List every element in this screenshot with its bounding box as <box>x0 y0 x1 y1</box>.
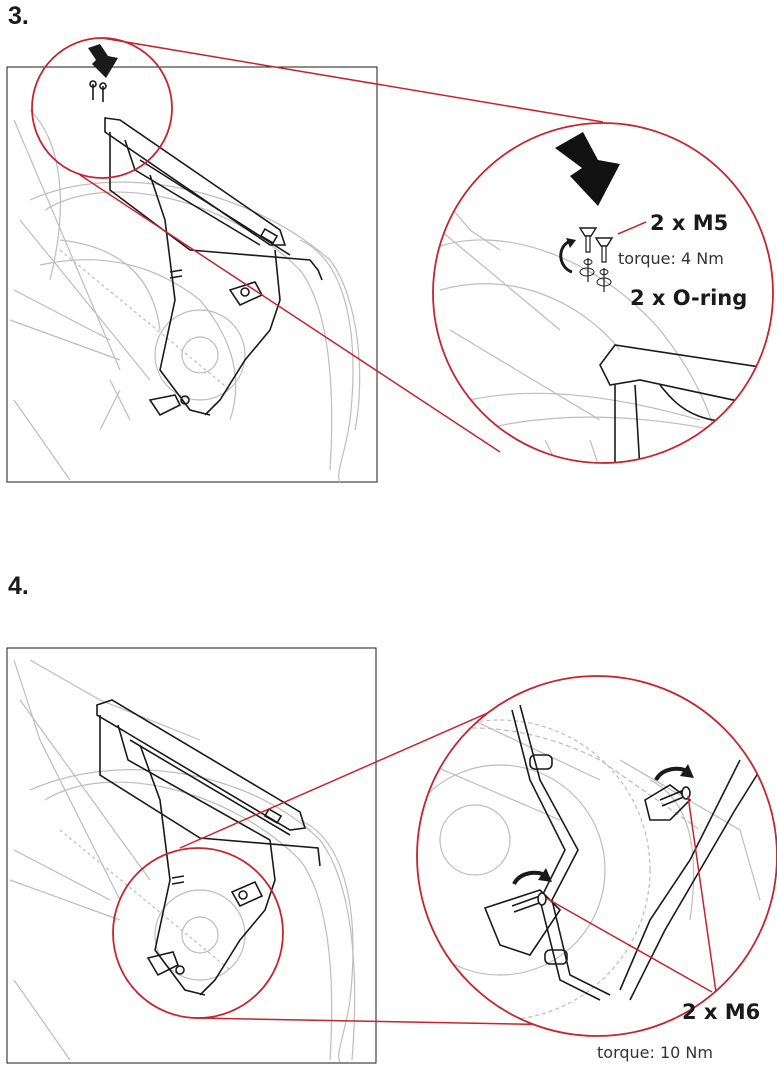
step-4-detail-circle: 2 x M6 torque: 10 Nm <box>350 676 777 1062</box>
step-3-orings-label: 2 x O-ring <box>630 286 747 310</box>
step-4-screws-label: 2 x M6 <box>682 1000 760 1024</box>
step-4-torque-label: torque: 10 Nm <box>597 1043 713 1062</box>
step-3-torque-label: torque: 4 Nm <box>618 249 724 268</box>
step-3-detail-circle: 2 x M5 torque: 4 Nm 2 x O-ring <box>430 123 777 470</box>
step-3-screws-label: 2 x M5 <box>650 211 728 235</box>
step-3-overview-frame <box>7 44 377 482</box>
step-4-overview-frame <box>7 648 376 1063</box>
